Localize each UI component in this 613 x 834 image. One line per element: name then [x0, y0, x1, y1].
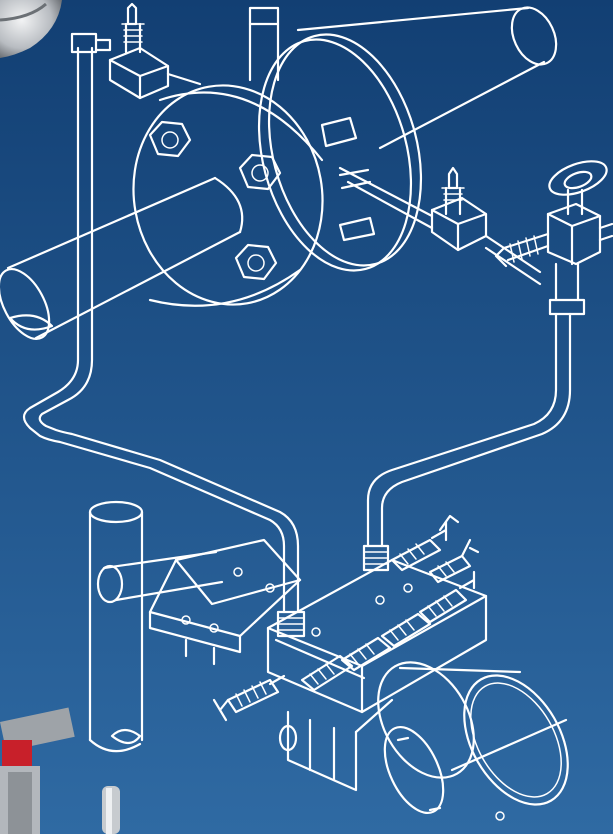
- flange-orifice-tab: [248, 6, 280, 82]
- transmitter-housing: [377, 661, 569, 821]
- front-pipe: [0, 176, 244, 340]
- manifold-side-valve: [212, 674, 286, 722]
- front-flange: [132, 84, 324, 307]
- transmitter-cover: [383, 725, 445, 815]
- right-tap-line: [338, 166, 542, 286]
- upper-pipe: [296, 6, 558, 150]
- flange-bolt-2: [238, 153, 282, 191]
- right-isolation-valve: [494, 160, 613, 316]
- steel-part-photo-icon: [0, 0, 62, 58]
- mounting-post: [88, 500, 144, 753]
- flange-studs: [320, 116, 376, 242]
- left-impulse-line: [22, 32, 300, 614]
- transmitter-body: [278, 698, 394, 792]
- flange-bolt-1: [148, 120, 192, 158]
- right-impulse-line: [362, 312, 572, 572]
- manifold-valves-rear: [390, 514, 480, 584]
- back-flange: [257, 33, 423, 272]
- manifold-block: [266, 558, 488, 714]
- left-line-fitting: [276, 610, 306, 638]
- manifold-valves-front: [300, 570, 476, 692]
- red-valve-photo-icon: [0, 707, 120, 834]
- left-root-valve: [108, 2, 202, 100]
- flange-bolt-3: [234, 243, 278, 281]
- mounting-bracket: [96, 538, 302, 666]
